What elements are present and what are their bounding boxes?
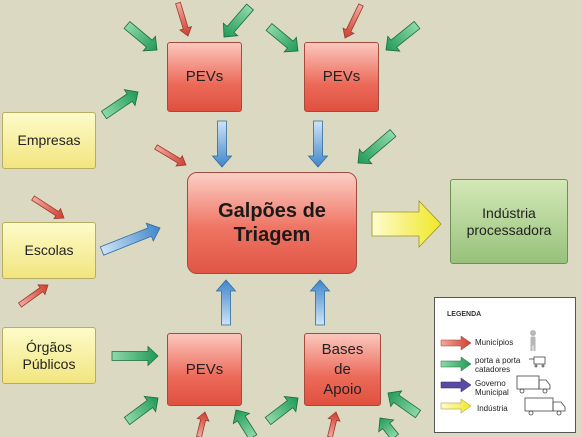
arrow-red-into-galpoes — [154, 144, 187, 167]
arrow-blue-pevs-top-left-to-galpoes — [211, 120, 233, 168]
orgaos-publicos-label: Órgãos Públicos — [22, 338, 76, 372]
legend: LEGENDA — [434, 297, 576, 433]
arrow-red-into-escolas-bottom — [17, 284, 49, 308]
orgaos-publicos-node: Órgãos Públicos — [2, 327, 96, 384]
arrow-green-into-pevs-top-right — [265, 22, 299, 53]
bases-de-apoio-node: Bases de Apoio — [304, 333, 381, 406]
arrow-blue-bases-to-galpoes — [309, 279, 331, 326]
arrow-green-into-bases-left — [264, 396, 299, 426]
legend-arrow-industria — [440, 398, 472, 414]
legend-label-governo: Governo Municipal — [475, 379, 509, 397]
arrow-green-into-pevs-top-left — [123, 20, 158, 52]
empresas-label: Empresas — [17, 132, 81, 148]
legend-title: LEGENDA — [447, 311, 482, 318]
arrow-red-into-escolas — [31, 195, 65, 220]
arrow-green-into-bases-right — [387, 390, 422, 419]
legend-arrow-municipios — [440, 335, 472, 351]
escolas-label: Escolas — [24, 242, 74, 258]
arrow-green-empresas-to-pevs — [100, 89, 139, 120]
arrow-red-into-pevs-top-right — [342, 3, 364, 39]
arrow-red-into-pevs-top-left — [175, 1, 193, 37]
industria-processadora-label: Indústria processadora — [466, 204, 552, 238]
legend-label-catadores: porta a porta catadores — [475, 356, 521, 374]
escolas-node: Escolas — [2, 222, 96, 279]
truck-icon — [516, 375, 551, 394]
galpoes-de-triagem-label: Galpões de Triagem — [218, 200, 326, 246]
pevs-node-top-left: PEVs — [167, 42, 242, 112]
arrow-yellow-galpoes-to-industria — [371, 200, 442, 248]
legend-arrow-governo — [440, 377, 472, 393]
truck-icon — [524, 397, 566, 416]
pevs-label: PEVs — [322, 68, 361, 85]
bases-de-apoio-label: Bases de Apoio — [321, 340, 364, 398]
pevs-node-bottom: PEVs — [167, 333, 242, 406]
person-icon — [530, 330, 536, 351]
arrow-blue-escolas-to-galpoes — [99, 222, 161, 256]
legend-label-industria: Indústria — [477, 404, 508, 413]
pevs-label: PEVs — [185, 68, 224, 85]
arrow-green-into-pevs-top-left-right — [222, 3, 254, 38]
galpoes-de-triagem-node: Galpões de Triagem — [187, 172, 357, 274]
legend-label-municipios: Municípios — [475, 338, 514, 347]
empresas-node: Empresas — [2, 112, 96, 169]
arrow-green-into-pevs-bottom-left — [123, 395, 159, 426]
arrow-green-into-galpoes — [357, 129, 397, 165]
pevs-node-top-right: PEVs — [304, 42, 379, 112]
industria-processadora-node: Indústria processadora — [450, 179, 568, 264]
arrow-red-into-bases — [327, 411, 341, 437]
arrow-blue-pevs-top-right-to-galpoes — [307, 120, 329, 168]
arrow-green-into-pevs-top-right-side — [385, 20, 421, 52]
pevs-label: PEVs — [185, 360, 224, 378]
legend-swatches — [440, 330, 566, 416]
arrow-blue-pevs-bottom-to-galpoes — [215, 279, 237, 326]
cart-icon — [529, 356, 546, 368]
arrow-green-into-pevs-bottom-right — [232, 409, 258, 437]
arrow-green-into-bases-bottom-right — [378, 417, 400, 437]
arrow-red-into-pevs-bottom — [196, 411, 210, 437]
legend-arrow-catadores — [440, 356, 472, 372]
arrow-green-orgaos-to-pevs — [111, 345, 159, 367]
